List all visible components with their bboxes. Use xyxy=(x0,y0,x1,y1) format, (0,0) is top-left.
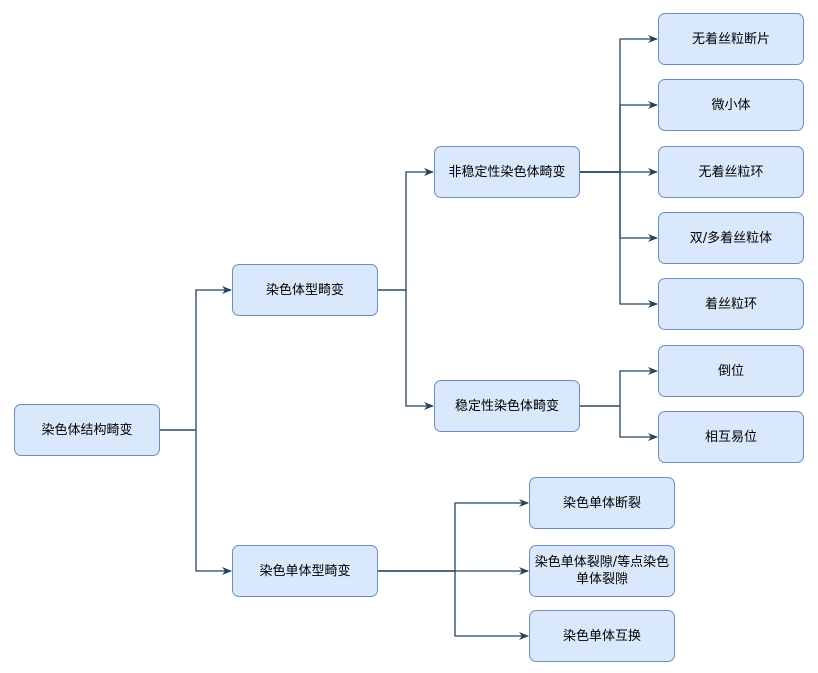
edge-chromatid-to-child-1 xyxy=(378,499,529,572)
node-inversion: 倒位 xyxy=(658,345,804,397)
node-unstable-aberration: 非稳定性染色体畸变 xyxy=(434,146,580,198)
node-reciprocal-translocation: 相互易位 xyxy=(658,411,804,463)
edge-root-to-chromatid xyxy=(160,429,232,575)
node-chromatid-break: 染色单体断裂 xyxy=(529,477,675,529)
node-minute: 微小体 xyxy=(658,79,804,131)
node-chromosome-type-aberration: 染色体型畸变 xyxy=(232,264,378,316)
edge-chromosome-to-stable xyxy=(378,289,434,410)
node-chromatid-gap: 染色单体裂隙/等点染色单体裂隙 xyxy=(529,545,675,597)
edge-stable-to-child-2 xyxy=(580,405,658,441)
edge-stable-to-child-1 xyxy=(580,367,658,407)
edge-unstable-to-child-5 xyxy=(580,171,658,308)
edge-root-to-chromosome xyxy=(160,286,232,431)
node-root: 染色体结构畸变 xyxy=(14,404,160,456)
edge-unstable-to-child-2 xyxy=(580,101,658,173)
node-acentric-ring: 无着丝粒环 xyxy=(658,146,804,198)
node-dicentric-polycentric: 双/多着丝粒体 xyxy=(658,212,804,264)
node-stable-aberration: 稳定性染色体畸变 xyxy=(434,380,580,432)
edge-chromatid-to-child-3 xyxy=(378,570,529,640)
node-acentric-fragment: 无着丝粒断片 xyxy=(658,13,804,65)
edge-chromosome-to-unstable xyxy=(378,168,434,291)
node-chromatid-type-aberration: 染色单体型畸变 xyxy=(232,545,378,597)
node-centric-ring: 着丝粒环 xyxy=(658,278,804,330)
edge-unstable-to-child-4 xyxy=(580,171,658,242)
node-chromatid-exchange: 染色单体互换 xyxy=(529,610,675,662)
